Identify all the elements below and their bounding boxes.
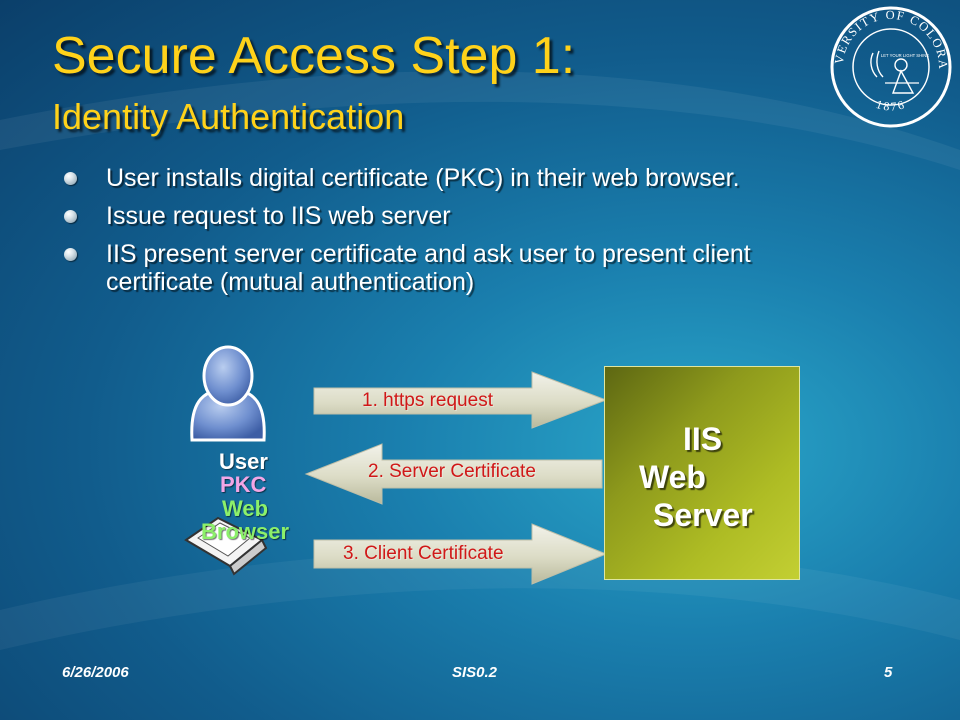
- slide-subtitle: Identity Authentication: [52, 96, 405, 137]
- server-label-line1: IIS: [683, 421, 723, 457]
- web-browser-label-line1: Web: [222, 496, 269, 521]
- footer-code: SIS0.2: [452, 664, 498, 681]
- bullet-item: Issue request to IIS web server: [62, 202, 822, 230]
- arrow-label-https-request: 1. https request: [362, 390, 493, 411]
- university-seal-logo: UNIVERSITY OF COLORADO 1876 LET YOUR LIG…: [829, 5, 952, 128]
- svg-text:1876: 1876: [874, 97, 907, 114]
- seal-motto-text: LET YOUR LIGHT SHINE: [881, 53, 929, 58]
- bullet-text: User installs digital certificate (PKC) …: [106, 164, 740, 192]
- user-label: User: [219, 449, 268, 474]
- web-browser-label-line2: Browser: [201, 519, 290, 544]
- bullet-text: IIS present server certificate and ask u…: [106, 240, 751, 296]
- footer-page-number: 5: [884, 664, 893, 681]
- laptop-icon: [184, 516, 268, 576]
- seal-year-text: 1876: [874, 97, 905, 114]
- iis-web-server-box: IIS Web Server: [604, 366, 800, 580]
- bullet-item: IIS present server certificate and ask u…: [62, 240, 822, 296]
- bullet-text: Issue request to IIS web server: [106, 202, 451, 230]
- arrow-https-request: [313, 371, 608, 429]
- bullet-dot-icon: [64, 172, 77, 185]
- footer-date: 6/26/2006: [62, 664, 129, 681]
- arrow-label-server-certificate: 2. Server Certificate: [368, 461, 536, 482]
- pkc-label: PKC: [220, 472, 267, 497]
- bullet-dot-icon: [64, 248, 77, 261]
- server-label-line2: Web: [639, 459, 706, 495]
- bullet-dot-icon: [64, 210, 77, 223]
- server-label-line3: Server: [653, 497, 753, 533]
- bullet-list: User installs digital certificate (PKC) …: [62, 164, 822, 306]
- arrow-server-certificate: [304, 443, 603, 505]
- arrow-label-client-certificate: 3. Client Certificate: [343, 543, 504, 564]
- arrow-client-certificate: [313, 523, 608, 585]
- slide-title: Secure Access Step 1:: [52, 27, 576, 85]
- user-person-icon: [190, 345, 266, 442]
- bullet-item: User installs digital certificate (PKC) …: [62, 164, 822, 192]
